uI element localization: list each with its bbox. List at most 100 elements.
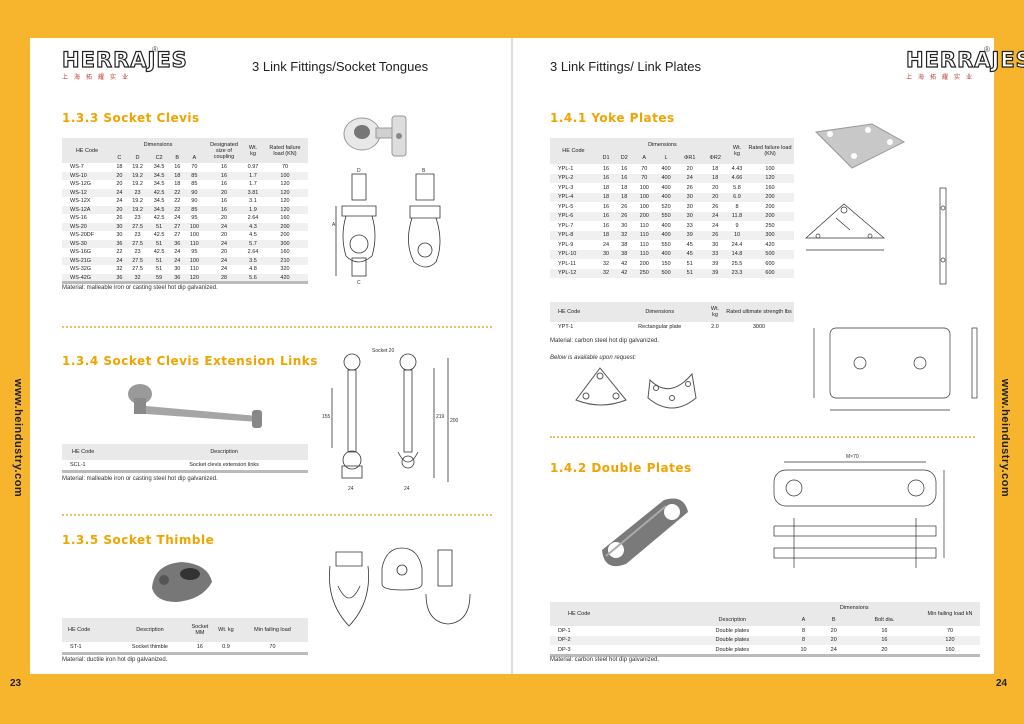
table-cell: 200 — [765, 203, 775, 210]
table-cell: ST-1 — [70, 643, 82, 650]
table-cell: 4.3 — [249, 223, 257, 230]
table-cell: 26 — [712, 203, 719, 210]
table-cell: 27 — [174, 223, 181, 230]
table-cell: 4.8 — [249, 266, 257, 273]
table-cell: 100 — [189, 257, 199, 264]
table-cell: 400 — [661, 165, 671, 172]
table-cell: WS-7 — [70, 164, 84, 171]
table-cell: 400 — [661, 232, 671, 239]
table-cell: 42 — [621, 260, 628, 267]
table-cell: 34.5 — [153, 181, 165, 188]
table-cell: 70 — [641, 175, 648, 182]
socket-clevis-note: Material: malleable iron or casting stee… — [62, 285, 218, 291]
dim-24a: 24 — [348, 486, 354, 492]
table-cell: 45 — [686, 241, 693, 248]
table-cell: 19.2 — [132, 198, 143, 205]
table-cell: 30 — [174, 266, 181, 273]
table-cell: 16 — [196, 643, 203, 650]
table-cell: 39 — [686, 232, 693, 239]
table-cell: 32 — [116, 266, 123, 273]
dim-col-4: ΦR1 — [683, 155, 696, 161]
spine-divider — [511, 38, 513, 674]
left-page-title: 3 Link Fittings/Socket Tongues — [252, 59, 429, 74]
right-page-title: 3 Link Fittings/ Link Plates — [550, 59, 702, 74]
table-cell: 200 — [280, 223, 290, 230]
table-cell: WS-32G — [70, 266, 92, 273]
dim-219: 219 — [436, 414, 445, 420]
table-cell: 600 — [765, 260, 775, 267]
table-cell: 22 — [174, 198, 181, 205]
table-cell: 95 — [191, 215, 198, 222]
table-cell: 51 — [686, 270, 693, 277]
table-cell: 120 — [280, 189, 290, 196]
table-cell: 42.5 — [153, 232, 165, 239]
table-cell: 20 — [712, 194, 719, 201]
table-cell: YPL-8 — [558, 232, 574, 239]
table-cell: WS-10 — [70, 172, 87, 179]
table-cell: 24 — [116, 189, 123, 196]
table-cell: 20 — [712, 184, 719, 191]
col-dimensions: Dimensions — [645, 309, 675, 315]
table-cell: 26 — [621, 203, 628, 210]
socket-thimble-photo — [152, 562, 212, 602]
svg-text:C: C — [357, 280, 361, 286]
table-cell: 24 — [220, 223, 228, 230]
table-cell: 20 — [116, 172, 123, 179]
table-cell: WS-42G — [70, 274, 92, 281]
table-cell: 20 — [220, 215, 228, 222]
table-cell: 34.5 — [153, 172, 165, 179]
registered-icon: ® — [152, 45, 158, 54]
dim-col-2: A — [642, 155, 647, 161]
table-cell: YPL-7 — [558, 222, 574, 229]
table-cell: 10 — [733, 232, 741, 239]
drawing-label: M×70 — [846, 454, 859, 460]
table-cell: 500 — [765, 251, 775, 258]
table-cell: YPL-6 — [558, 213, 574, 220]
table-cell: 26 — [116, 215, 123, 222]
yoke-plate-drawing — [805, 203, 885, 251]
table-cell: 320 — [280, 266, 290, 273]
table-rule — [550, 654, 980, 657]
table-cell: DP-3 — [558, 646, 571, 653]
table-cell: 24 — [174, 215, 181, 222]
col-socket: Socket MM — [191, 624, 209, 636]
table-cell: YPL-1 — [558, 165, 574, 172]
socket-thimble-drawing — [329, 547, 471, 627]
dim-155: 155 — [322, 414, 331, 420]
table-cell: 400 — [661, 251, 671, 258]
table-cell: 27.5 — [132, 266, 143, 273]
table-cell: 26 — [686, 184, 693, 191]
table-cell: 30 — [686, 194, 693, 201]
table-cell: Double plates — [715, 637, 750, 644]
col-dimensions: Dimensions — [143, 142, 173, 148]
table-cell: 32 — [134, 274, 141, 281]
yoke-plate-photo — [814, 123, 906, 169]
section-separator — [62, 514, 492, 516]
dim-col-5: ΦR2 — [709, 155, 721, 161]
table-cell: 11.8 — [731, 213, 743, 220]
table-cell: WS-16 — [70, 215, 87, 222]
col-wt: Wt. kg — [710, 306, 720, 318]
table-cell: 1.9 — [249, 206, 257, 213]
section-title-socket-clevis: 1.3.3 Socket Clevis — [62, 111, 200, 125]
table-cell: 32 — [602, 260, 610, 267]
table-cell: 95 — [191, 249, 198, 256]
table-cell: 38 — [621, 251, 628, 258]
col-min-load: Min failing load kN — [927, 611, 973, 617]
col-rated: Rated failure load (KN) — [748, 145, 792, 157]
table-cell: 9 — [735, 222, 739, 229]
table-cell: 42.5 — [153, 249, 165, 256]
col-rated-strength: Rated ultimate strength lbs — [726, 309, 792, 315]
table-cell: 34.5 — [153, 164, 165, 171]
